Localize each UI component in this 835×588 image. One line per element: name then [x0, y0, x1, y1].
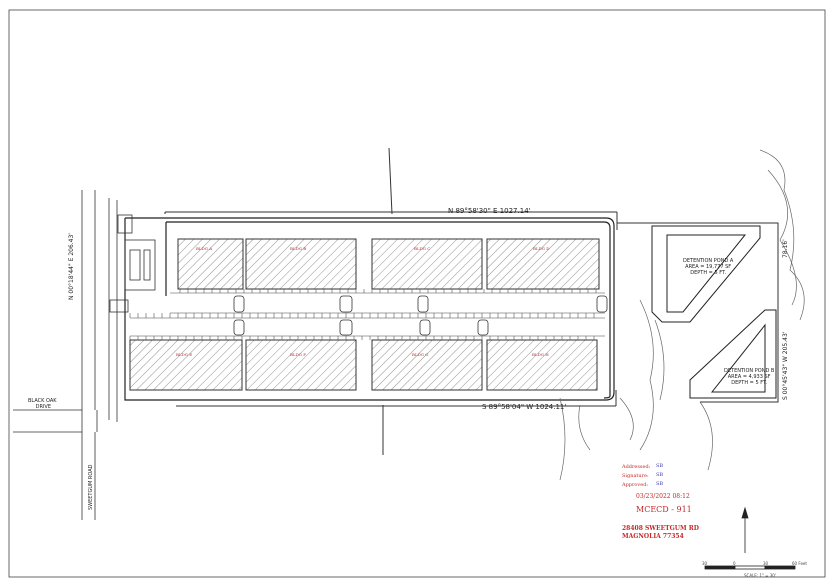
- pond-b-line: AREA = 4,933 SF: [727, 374, 771, 380]
- pond-b-label: DETENTION POND B AREA = 4,933 SF DEPTH =…: [724, 368, 774, 386]
- building-label: BLDG F: [290, 352, 307, 357]
- parking-stripes: [130, 292, 605, 337]
- scale-tick: 30: [763, 561, 769, 566]
- stamp-address-line-2: MAGNOLIA 77354: [622, 533, 684, 540]
- west-bearing: N 00°18'44" E 206.43': [68, 233, 75, 300]
- scale-tick: 30: [702, 561, 708, 566]
- pond-a-line: AREA = 19,777 SF: [685, 264, 732, 270]
- east-bearing-small: 78.16': [782, 239, 789, 258]
- detention-pond-b: [689, 309, 777, 399]
- stamp-agency: MCECD - 911: [636, 505, 692, 514]
- sheet-border: [8, 9, 826, 578]
- east-bearing: S 00°45'43" W 205.43': [782, 331, 789, 400]
- addressed-label: Addressed:: [622, 464, 651, 470]
- building-label: BLDG E: [176, 352, 193, 357]
- scale-tick: 0: [733, 561, 736, 566]
- pond-a-label: DETENTION POND A AREA = 19,777 SF DEPTH …: [683, 258, 733, 276]
- roads: [13, 190, 118, 520]
- parking-stall-marks: [129, 289, 597, 340]
- parking-islands: [233, 295, 608, 336]
- building-hatches-top: [177, 238, 600, 290]
- pond-b-line: DETENTION POND B: [724, 368, 775, 374]
- pond-b-line: DEPTH = 5 FT.: [731, 380, 768, 386]
- black-oak-label: BLACK OAK DRIVE: [28, 398, 57, 410]
- building-label: BLDG A: [196, 246, 213, 251]
- north-bearing: N 89°58'30" E 1027.14': [448, 207, 531, 215]
- black-oak-line-1: BLACK OAK: [28, 398, 57, 404]
- approved-value: SB: [656, 481, 664, 487]
- detention-pond-a: [651, 225, 761, 323]
- building-label: BLDG D: [533, 246, 550, 251]
- property-lines: [164, 147, 779, 455]
- stamp-address-line-1: 28408 SWEETGUM RD: [622, 525, 699, 532]
- black-oak-line-2: DRIVE: [35, 404, 51, 410]
- sweetgum-road-label: SWEETGUM ROAD: [88, 464, 94, 510]
- pond-a-line: DETENTION POND A: [683, 258, 734, 264]
- signature-value: SB: [656, 472, 664, 478]
- building-label: BLDG C: [414, 246, 431, 251]
- stamp-date: 03/23/2022 08:12: [636, 493, 690, 500]
- approved-label: Approved:: [622, 482, 649, 488]
- site-boundary: [124, 217, 615, 401]
- building-hatches-bottom: [129, 339, 598, 391]
- building-label: BLDG B: [290, 246, 307, 251]
- signature-label: Signature:: [622, 473, 649, 479]
- entrance-islands: [109, 214, 156, 313]
- scale-bar-graphic: [704, 506, 796, 570]
- addressed-value: SB: [656, 463, 664, 469]
- scale-caption: SCALE: 1" = 30': [744, 573, 776, 578]
- pond-a-line: DEPTH = 5 FT.: [690, 270, 727, 276]
- building-label: BLDG H: [532, 352, 549, 357]
- creek-lines: [559, 149, 805, 481]
- scale-tick: 60 Feet: [792, 561, 807, 566]
- building-label: BLDG G: [412, 352, 429, 357]
- south-bearing: S 89°58'04" W 1024.11': [482, 403, 567, 411]
